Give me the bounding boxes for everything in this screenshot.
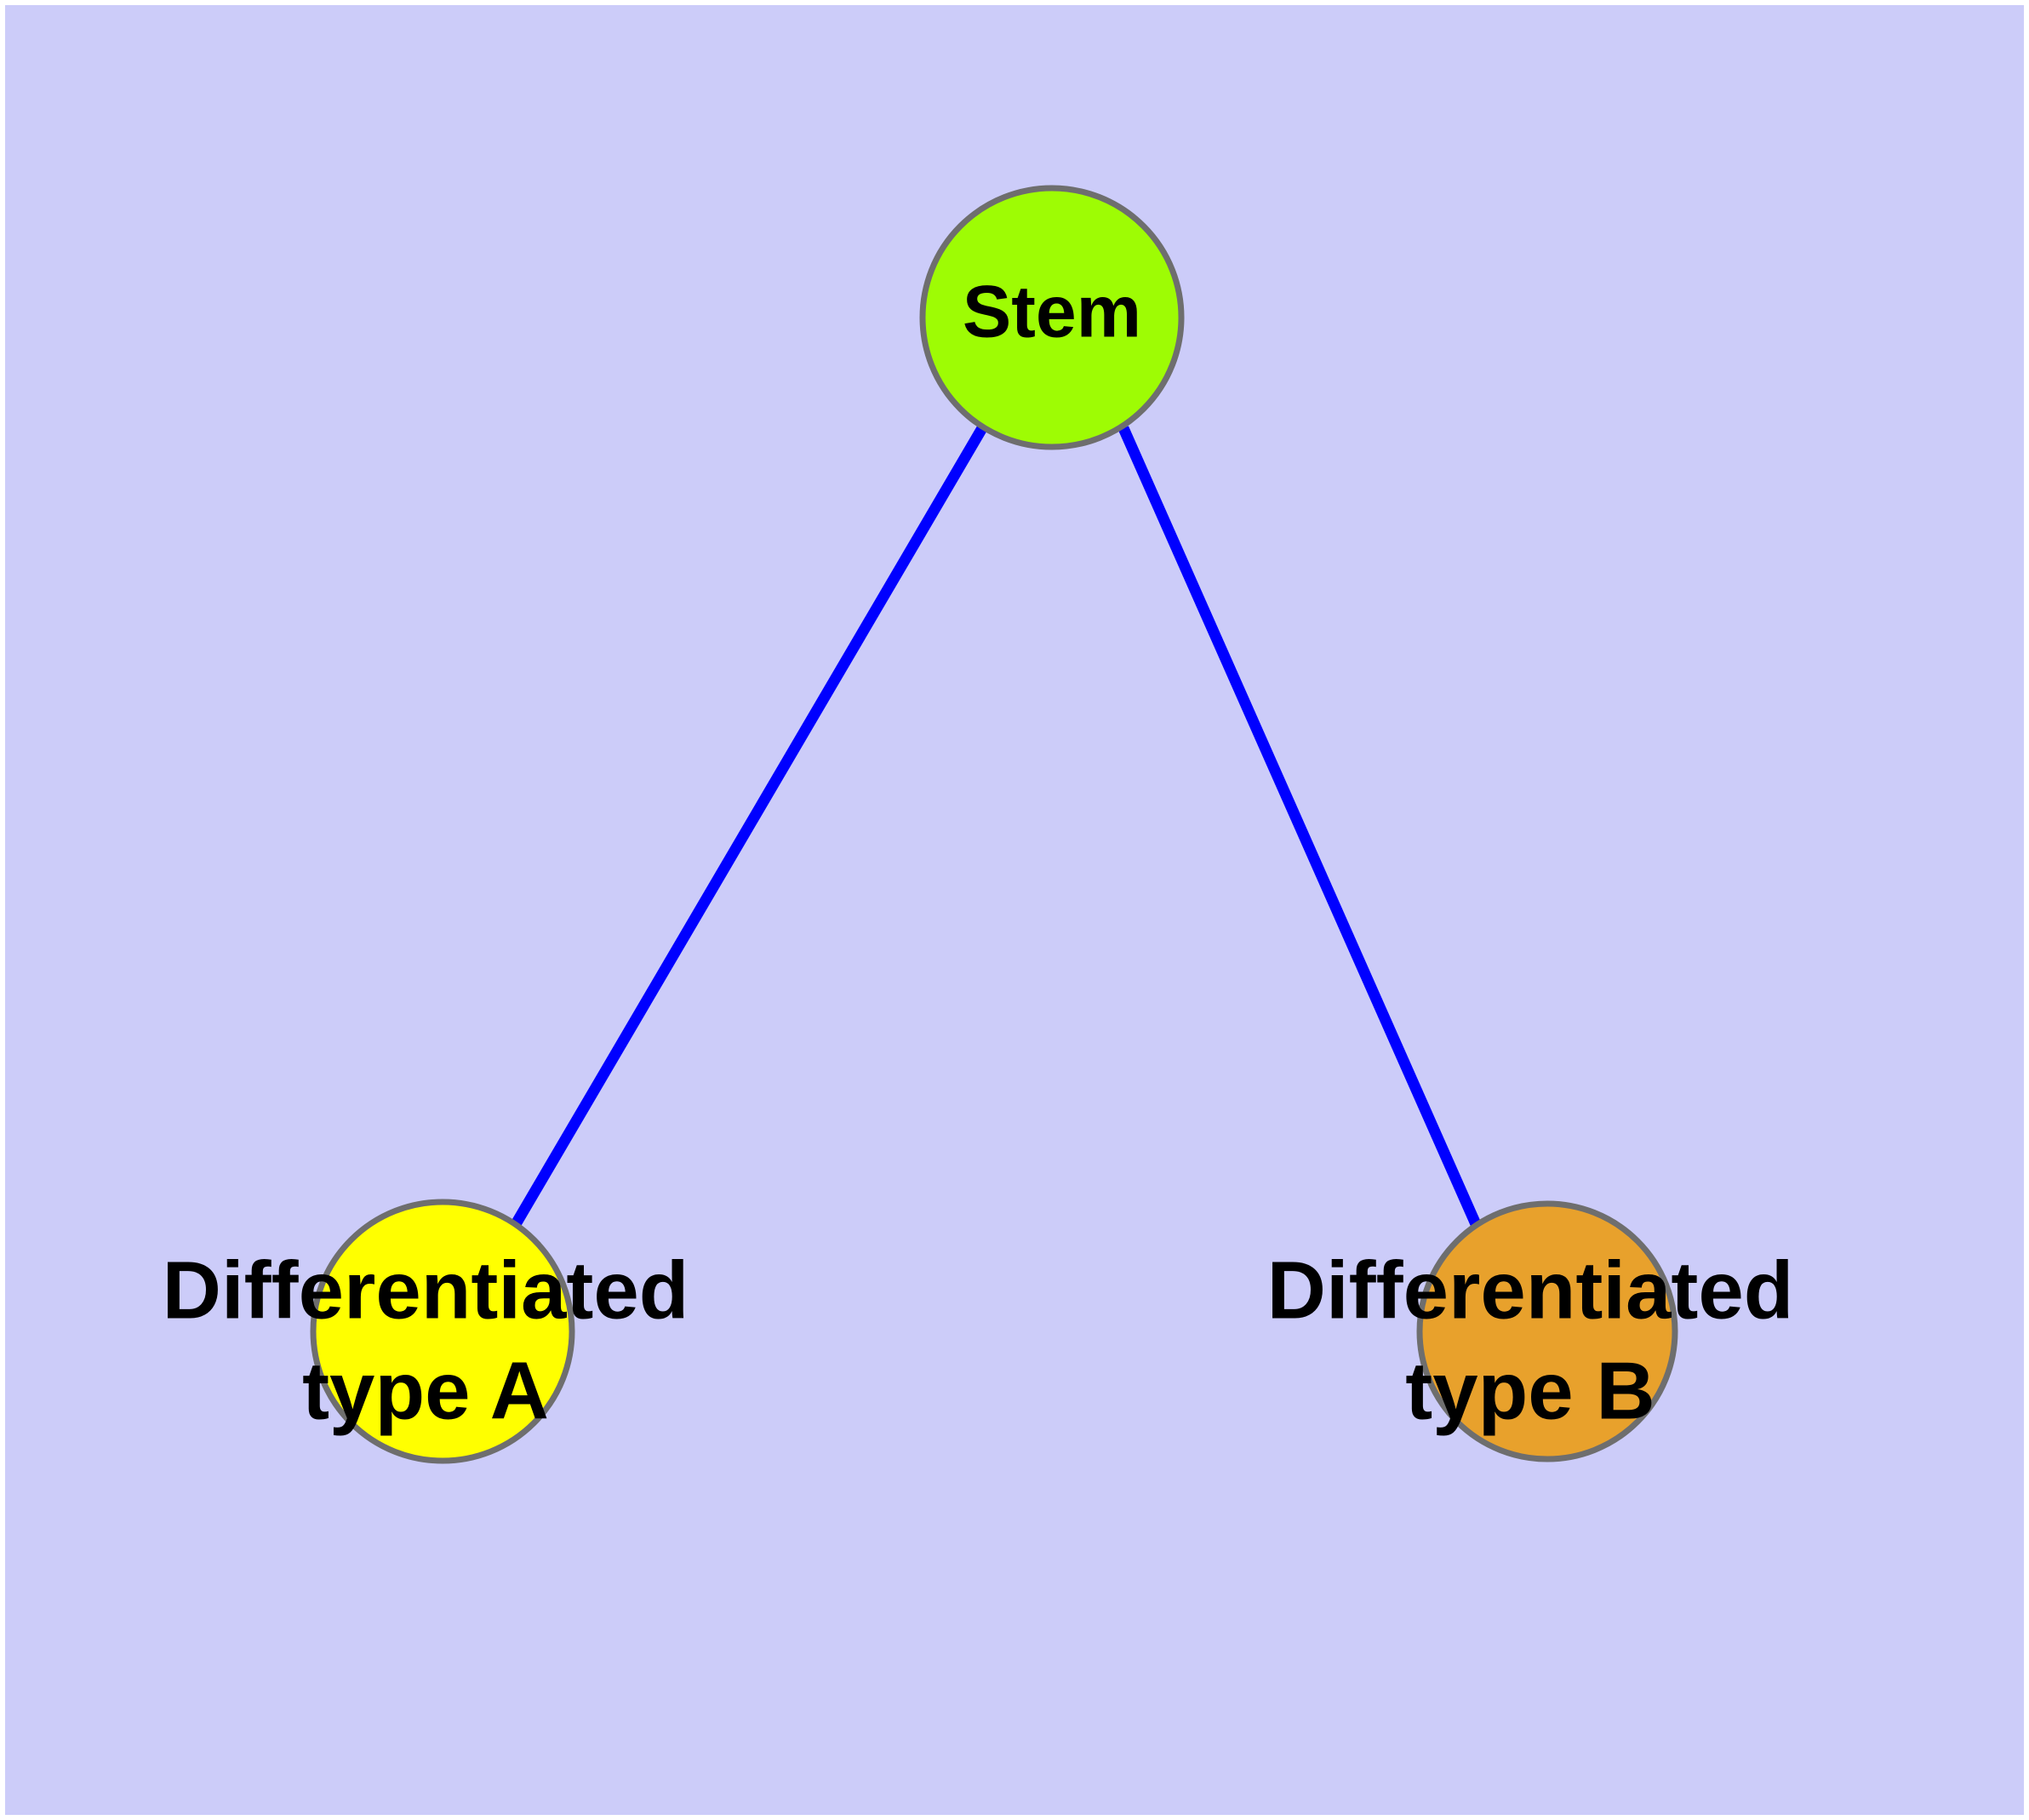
node-type-b-label-line-1: Differentiated — [1267, 1245, 1794, 1336]
node-type-b-circle[interactable] — [1416, 1200, 1678, 1462]
node-type-b-label-line-2: type B — [1405, 1345, 1655, 1436]
edge-stem-to-type-b[interactable] — [1118, 426, 1481, 1227]
node-type-a-circle[interactable] — [310, 1199, 575, 1464]
node-differentiated-type-a[interactable] — [310, 1199, 575, 1464]
node-stem-label: Stem — [963, 272, 1141, 353]
node-stem-circle[interactable] — [919, 185, 1185, 450]
edge-layer — [511, 425, 1481, 1228]
edge-stem-to-type-a[interactable] — [511, 425, 987, 1228]
node-layer — [310, 185, 1678, 1464]
label-layer: Stem Differentiated type A Differentiate… — [163, 272, 1794, 1437]
node-differentiated-type-b[interactable] — [1416, 1200, 1678, 1462]
node-type-a-label: Differentiated type A — [163, 1245, 689, 1436]
node-type-b-label: Differentiated type B — [1267, 1245, 1794, 1436]
node-stem[interactable] — [919, 185, 1185, 450]
node-type-a-label-line-1: Differentiated — [163, 1245, 689, 1336]
node-type-a-label-line-2: type A — [302, 1345, 549, 1436]
